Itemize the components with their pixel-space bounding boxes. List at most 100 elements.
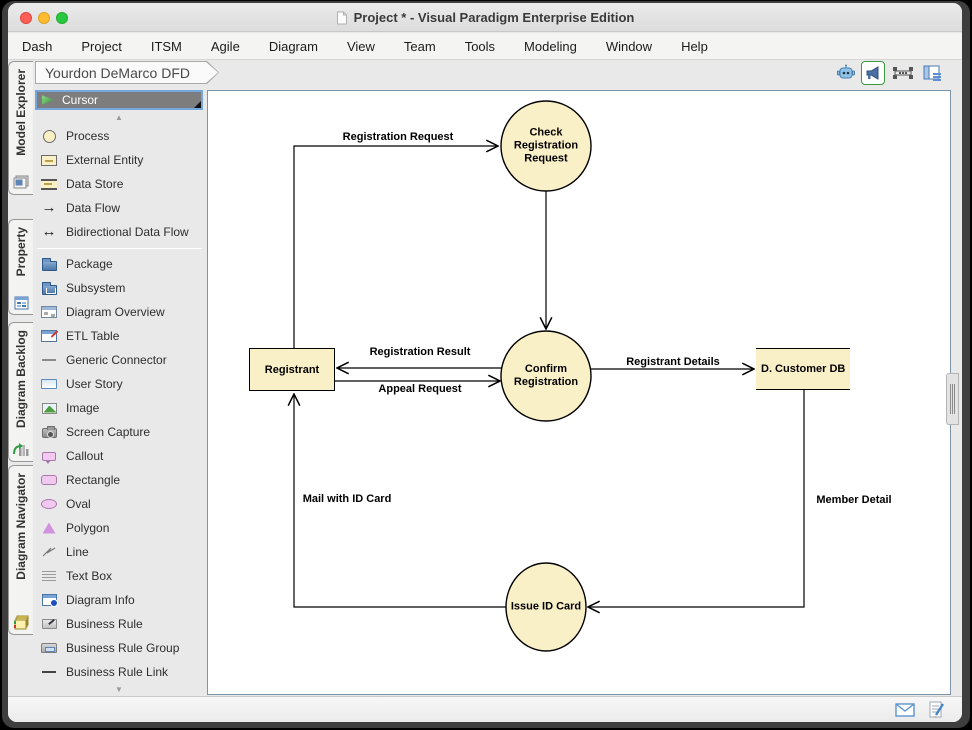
status-bar [8,696,962,722]
etl-table-icon [41,330,57,342]
diagram-backlog-icon [13,442,29,457]
tool-palette: Cursor ▲ Process External Entity Data St… [35,88,204,710]
process-label: Check Registration Request [503,127,589,166]
menu-modeling[interactable]: Modeling [524,39,577,54]
breadcrumb[interactable]: Yourdon DeMarco DFD [35,61,219,84]
diagram-overview-icon [41,306,57,318]
menu-dash[interactable]: Dash [22,39,52,54]
palette-item-cursor[interactable]: Cursor [35,90,203,110]
process-icon [43,130,56,143]
external-entity-registrant[interactable]: Registrant [249,348,335,391]
user-story-icon [41,379,57,389]
palette-item-data-store[interactable]: Data Store [35,172,204,196]
palette-item-subsystem[interactable]: Subsystem [35,276,204,300]
palette-separator [35,244,204,252]
flow-registration-request[interactable] [294,146,498,348]
palette-item-diagram-info[interactable]: Diagram Info [35,588,204,612]
menu-bar: Dash Project ITSM Agile Diagram View Tea… [8,33,962,60]
external-entity-icon [41,155,57,166]
oval-icon [41,499,57,509]
palette-item-process[interactable]: Process [35,124,204,148]
flow-member-detail[interactable] [588,390,804,607]
palette-item-text-box[interactable]: Text Box [35,564,204,588]
palette-item-image[interactable]: Image [35,396,204,420]
mail-icon[interactable] [894,701,916,719]
title-bar: Project * - Visual Paradigm Enterprise E… [8,3,962,32]
palette-item-data-flow[interactable]: →Data Flow [35,196,204,220]
line-icon [42,547,56,558]
diagram-toolbar: Yourdon DeMarco DFD [33,61,962,89]
palette-item-rectangle[interactable]: Rectangle [35,468,204,492]
palette-item-etl-table[interactable]: ETL Table [35,324,204,348]
property-icon [14,296,29,310]
flow-label-member-detail[interactable]: Member Detail [816,494,891,506]
text-box-icon [42,571,56,582]
document-icon [336,11,348,25]
palette-scroll-down-icon[interactable]: ▼ [35,684,203,696]
bidirectional-data-flow-icon: ↔ [42,225,57,239]
menu-itsm[interactable]: ITSM [151,39,182,54]
subsystem-icon [42,285,57,295]
menu-project[interactable]: Project [81,39,121,54]
data-store-customer-db[interactable]: D. Customer DB [756,348,850,390]
fit-selection-icon[interactable] [891,61,915,85]
palette-item-package[interactable]: Package [35,252,204,276]
menu-tools[interactable]: Tools [465,39,495,54]
flow-label-registrant-details[interactable]: Registrant Details [626,356,720,368]
generic-connector-icon [42,359,56,361]
draft-document-icon[interactable] [926,701,948,719]
sidebar-tab-label: Model Explorer [14,69,28,156]
business-rule-group-icon [41,643,57,653]
package-icon [42,261,57,271]
palette-item-external-entity[interactable]: External Entity [35,148,204,172]
palette-item-generic-connector[interactable]: Generic Connector [35,348,204,372]
sidebar-tab-label: Diagram Backlog [14,330,28,428]
menu-view[interactable]: View [347,39,375,54]
palette-item-user-story[interactable]: User Story [35,372,204,396]
menu-team[interactable]: Team [404,39,436,54]
sidebar-tab-property[interactable]: Property [8,219,33,315]
flow-label-appeal-request[interactable]: Appeal Request [378,383,461,395]
polygon-icon [43,523,56,534]
palette-item-screen-capture[interactable]: Screen Capture [35,420,204,444]
data-store-icon [41,179,57,190]
image-icon [42,403,57,414]
screen-capture-icon [42,428,57,438]
flow-label-registration-request[interactable]: Registration Request [343,131,454,143]
palette-item-polygon[interactable]: Polygon [35,516,204,540]
panel-collapse-handle[interactable] [946,373,959,425]
callout-icon [42,452,56,461]
diagram-info-icon [42,594,57,606]
layout-panel-icon[interactable] [921,61,945,85]
cursor-icon [42,95,54,106]
sidebar-tab-model-explorer[interactable]: Model Explorer [8,61,33,195]
breadcrumb-label: Yourdon DeMarco DFD [45,61,190,84]
palette-item-oval[interactable]: Oval [35,492,204,516]
rectangle-icon [41,475,57,485]
palette-item-line[interactable]: Line [35,540,204,564]
palette-item-bidirectional-data-flow[interactable]: ↔Bidirectional Data Flow [35,220,204,244]
palette-scroll-up-icon[interactable]: ▲ [35,112,203,124]
palette-item-diagram-overview[interactable]: Diagram Overview [35,300,204,324]
data-flow-icon: → [42,201,57,215]
palette-item-business-rule[interactable]: Business Rule [35,612,204,636]
model-explorer-icon [13,175,30,190]
palette-item-business-rule-group[interactable]: Business Rule Group [35,636,204,660]
sidebar-tab-diagram-navigator[interactable]: Diagram Navigator [8,465,33,635]
palette-item-business-rule-link[interactable]: Business Rule Link [35,660,204,684]
diagram-canvas[interactable]: Check Registration Request Confirm Regis… [207,90,951,695]
sidebar-tab-label: Diagram Navigator [14,473,28,580]
bot-assistant-icon[interactable] [834,61,858,85]
menu-diagram[interactable]: Diagram [269,39,318,54]
flow-label-mail-with-id-card[interactable]: Mail with ID Card [303,493,392,505]
menu-help[interactable]: Help [681,39,708,54]
menu-window[interactable]: Window [606,39,652,54]
flow-label-registration-result[interactable]: Registration Result [370,346,471,358]
sidebar-tab-diagram-backlog[interactable]: Diagram Backlog [8,322,33,462]
business-rule-link-icon [42,671,56,673]
announcement-icon[interactable] [861,61,885,85]
business-rule-icon [42,619,57,629]
menu-agile[interactable]: Agile [211,39,240,54]
palette-item-callout[interactable]: Callout [35,444,204,468]
